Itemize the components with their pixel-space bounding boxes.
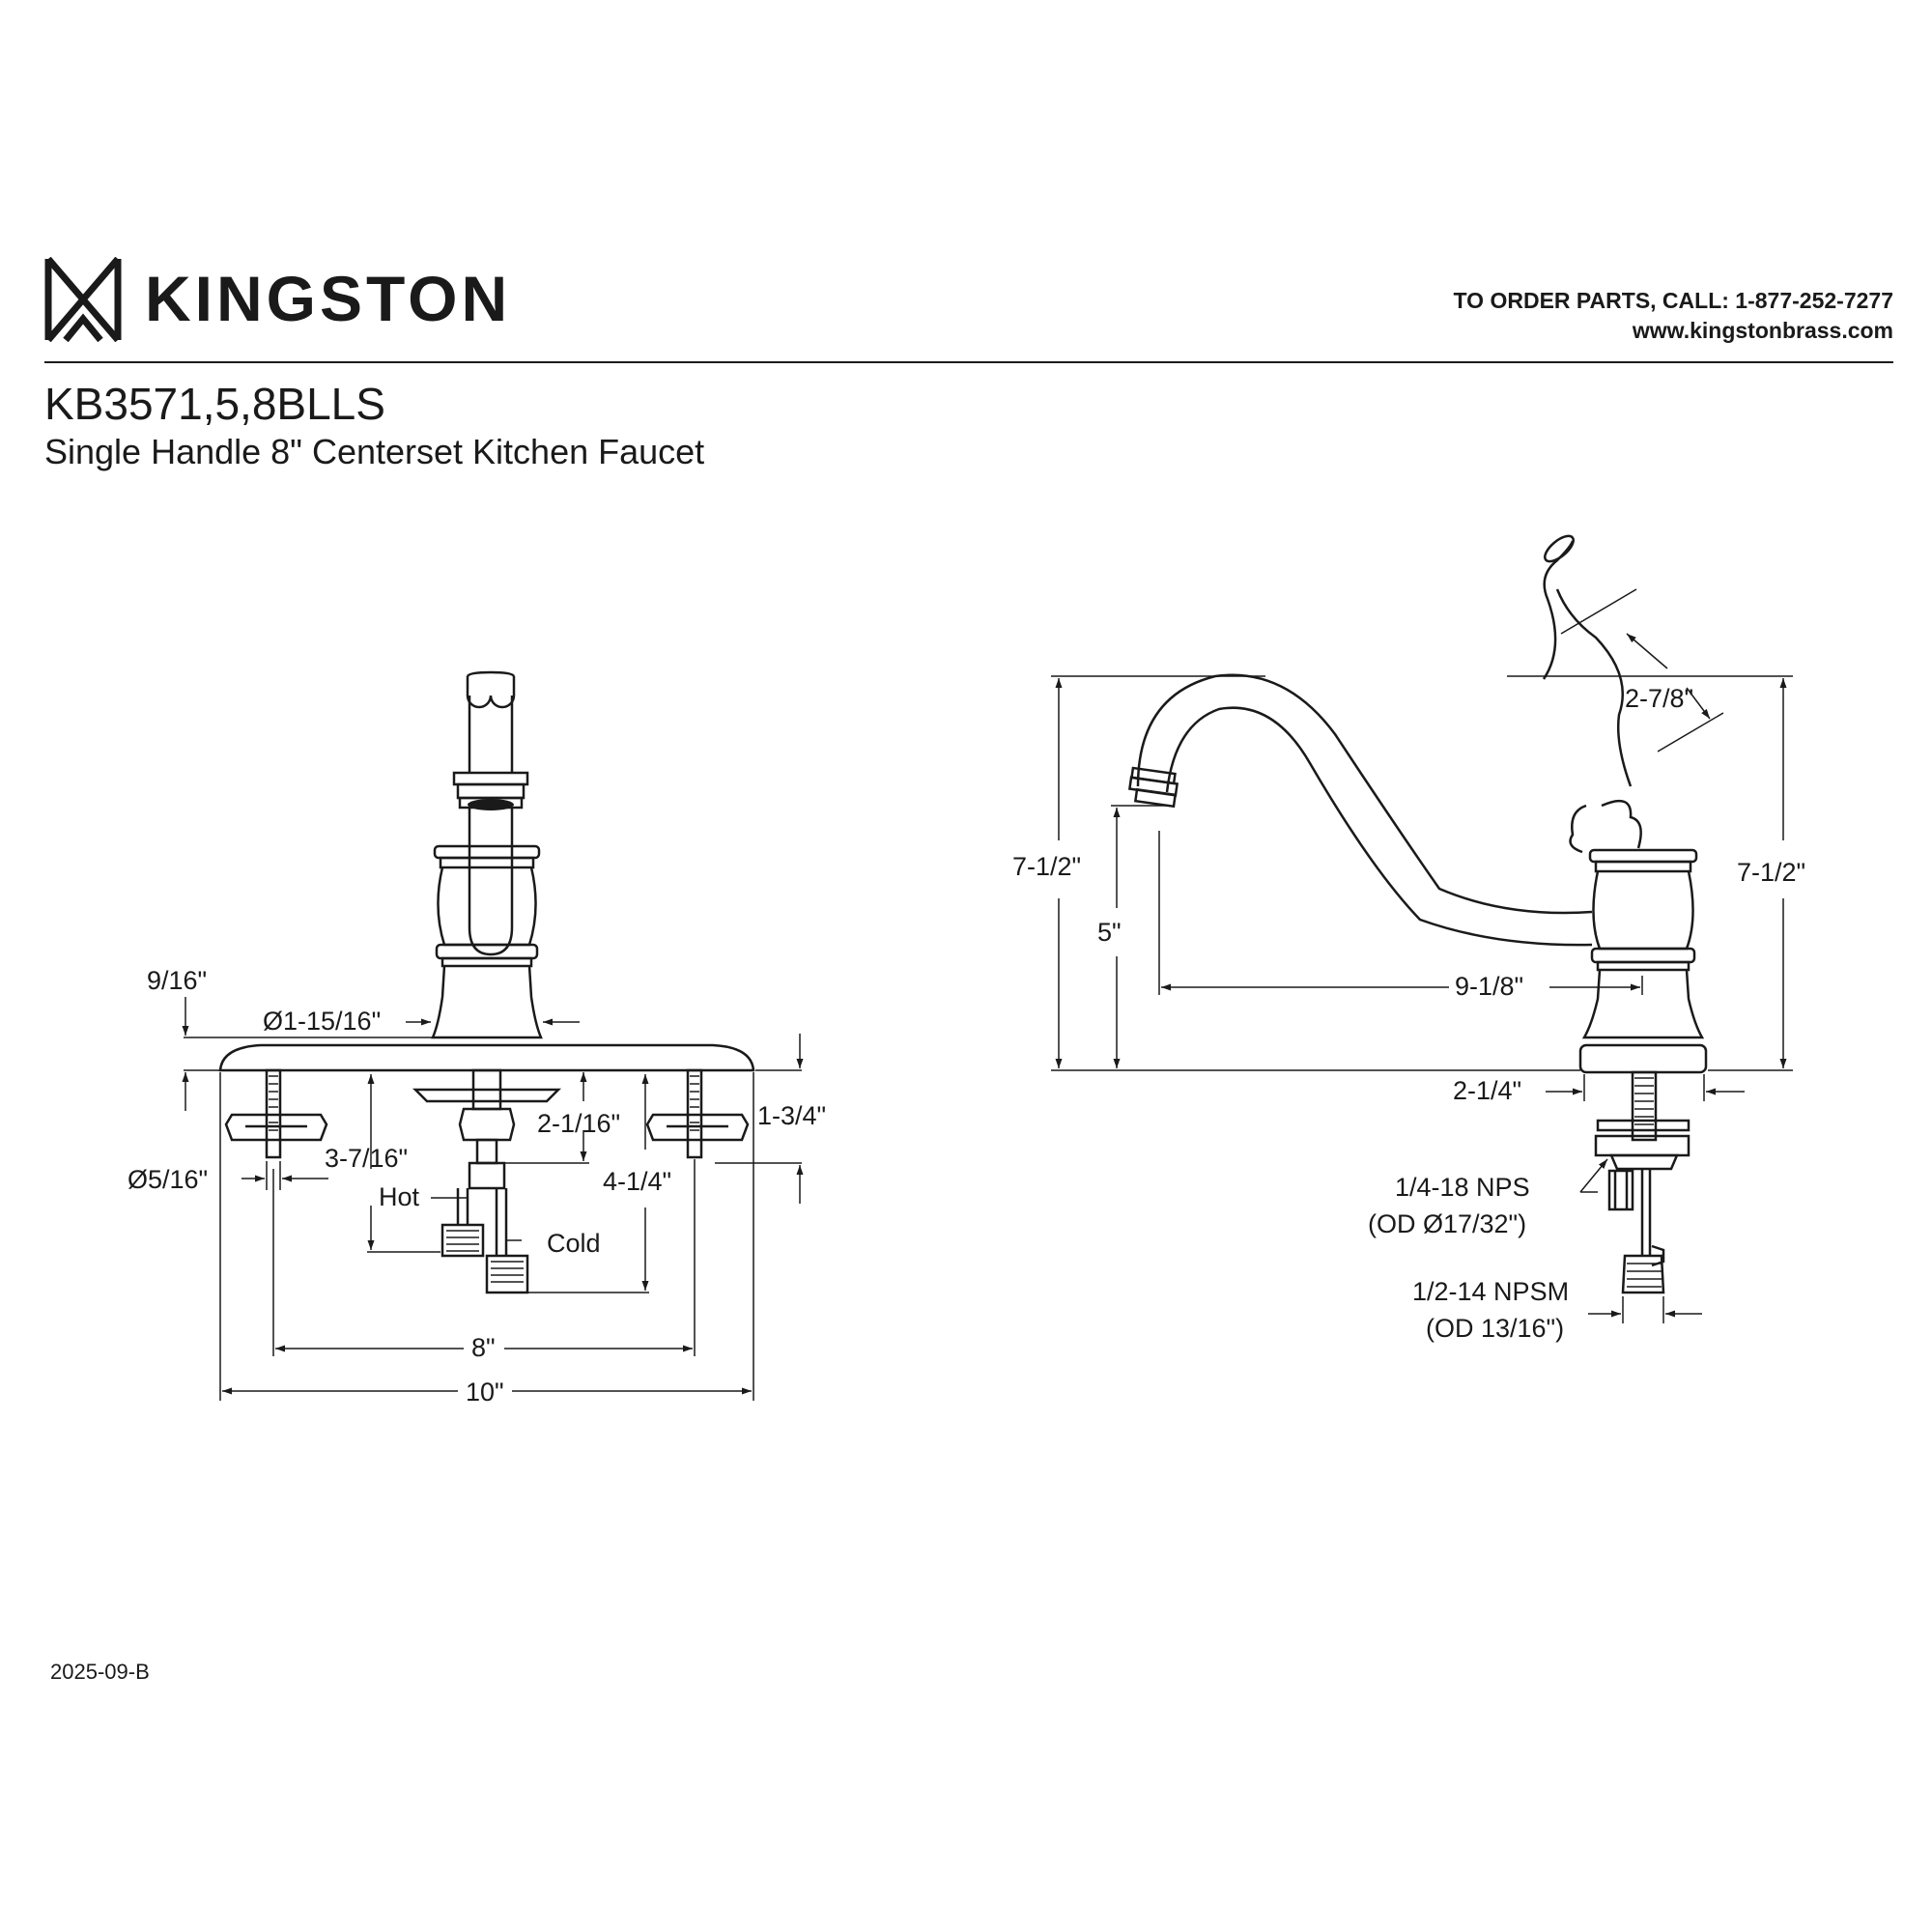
mounting-bolt-left — [224, 1068, 328, 1159]
dim-overall-height-right: 7-1/2" — [1737, 858, 1805, 887]
product-title: Single Handle 8" Centerset Kitchen Fauce… — [44, 432, 705, 471]
side-dimensions — [1051, 588, 1793, 1323]
front-view — [218, 670, 755, 1294]
side-body — [1578, 848, 1708, 1074]
cold-label: Cold — [547, 1229, 601, 1258]
hot-label: Hot — [379, 1182, 420, 1211]
deck-plate — [218, 1043, 755, 1072]
kingston-logo-icon — [44, 257, 122, 342]
side-shank — [1594, 1070, 1690, 1294]
header: KINGSTON TO ORDER PARTS, CALL: 1-877-252… — [0, 0, 1932, 483]
model-number: KB3571,5,8BLLS — [44, 379, 385, 429]
thread-connector-od: (OD 13/16") — [1426, 1314, 1564, 1343]
dim-overall-height-left: 7-1/2" — [1012, 852, 1081, 881]
parts-phone: TO ORDER PARTS, CALL: 1-877-252-7277 — [1453, 288, 1893, 313]
side-labels: 2-7/8" 7-1/2" 7-1/2" 5" 9-1/8" 2-1/4" 1/… — [1012, 684, 1805, 1343]
center-shank — [412, 1068, 562, 1294]
dim-shank-length: 1-3/4" — [757, 1101, 826, 1130]
side-view — [1127, 534, 1708, 1294]
thread-supply-od: (OD Ø17/32") — [1368, 1209, 1526, 1238]
thread-connector: 1/2-14 NPSM — [1412, 1277, 1569, 1306]
front-dimensions — [182, 997, 804, 1401]
thread-supply: 1/4-18 NPS — [1395, 1173, 1530, 1202]
dim-plate-width: 10" — [466, 1378, 504, 1406]
header-divider — [44, 361, 1893, 363]
dim-plate-thickness: 9/16" — [147, 966, 207, 995]
side-spout — [1127, 673, 1593, 947]
dim-handle-length: 2-7/8" — [1625, 684, 1693, 713]
front-spout — [452, 670, 529, 956]
dim-supply-depth: 2-1/16" — [537, 1109, 620, 1138]
dim-spout-clearance: 5" — [1097, 918, 1122, 947]
dim-centers: 8" — [471, 1333, 496, 1362]
dim-base-diameter: Ø1-15/16" — [263, 1007, 381, 1036]
front-labels: 9/16" Ø1-15/16" 1-3/4" 2-1/16" 3-7/16" 4… — [128, 966, 826, 1406]
front-body — [431, 844, 543, 1039]
dim-bolt-diameter: Ø5/16" — [128, 1165, 208, 1194]
website-link[interactable]: www.kingstonbrass.com — [1632, 318, 1893, 343]
dim-shank-offset: 2-1/4" — [1453, 1076, 1521, 1105]
document-code: 2025-09-B — [50, 1660, 150, 1684]
dim-cold-depth: 4-1/4" — [603, 1167, 671, 1196]
brand-name: KINGSTON — [145, 263, 512, 334]
mounting-bolt-right — [645, 1068, 750, 1159]
dim-hot-depth: 3-7/16" — [325, 1144, 408, 1173]
dim-spout-reach: 9-1/8" — [1455, 972, 1523, 1001]
contact-info: TO ORDER PARTS, CALL: 1-877-252-7277 www… — [1454, 286, 1893, 346]
